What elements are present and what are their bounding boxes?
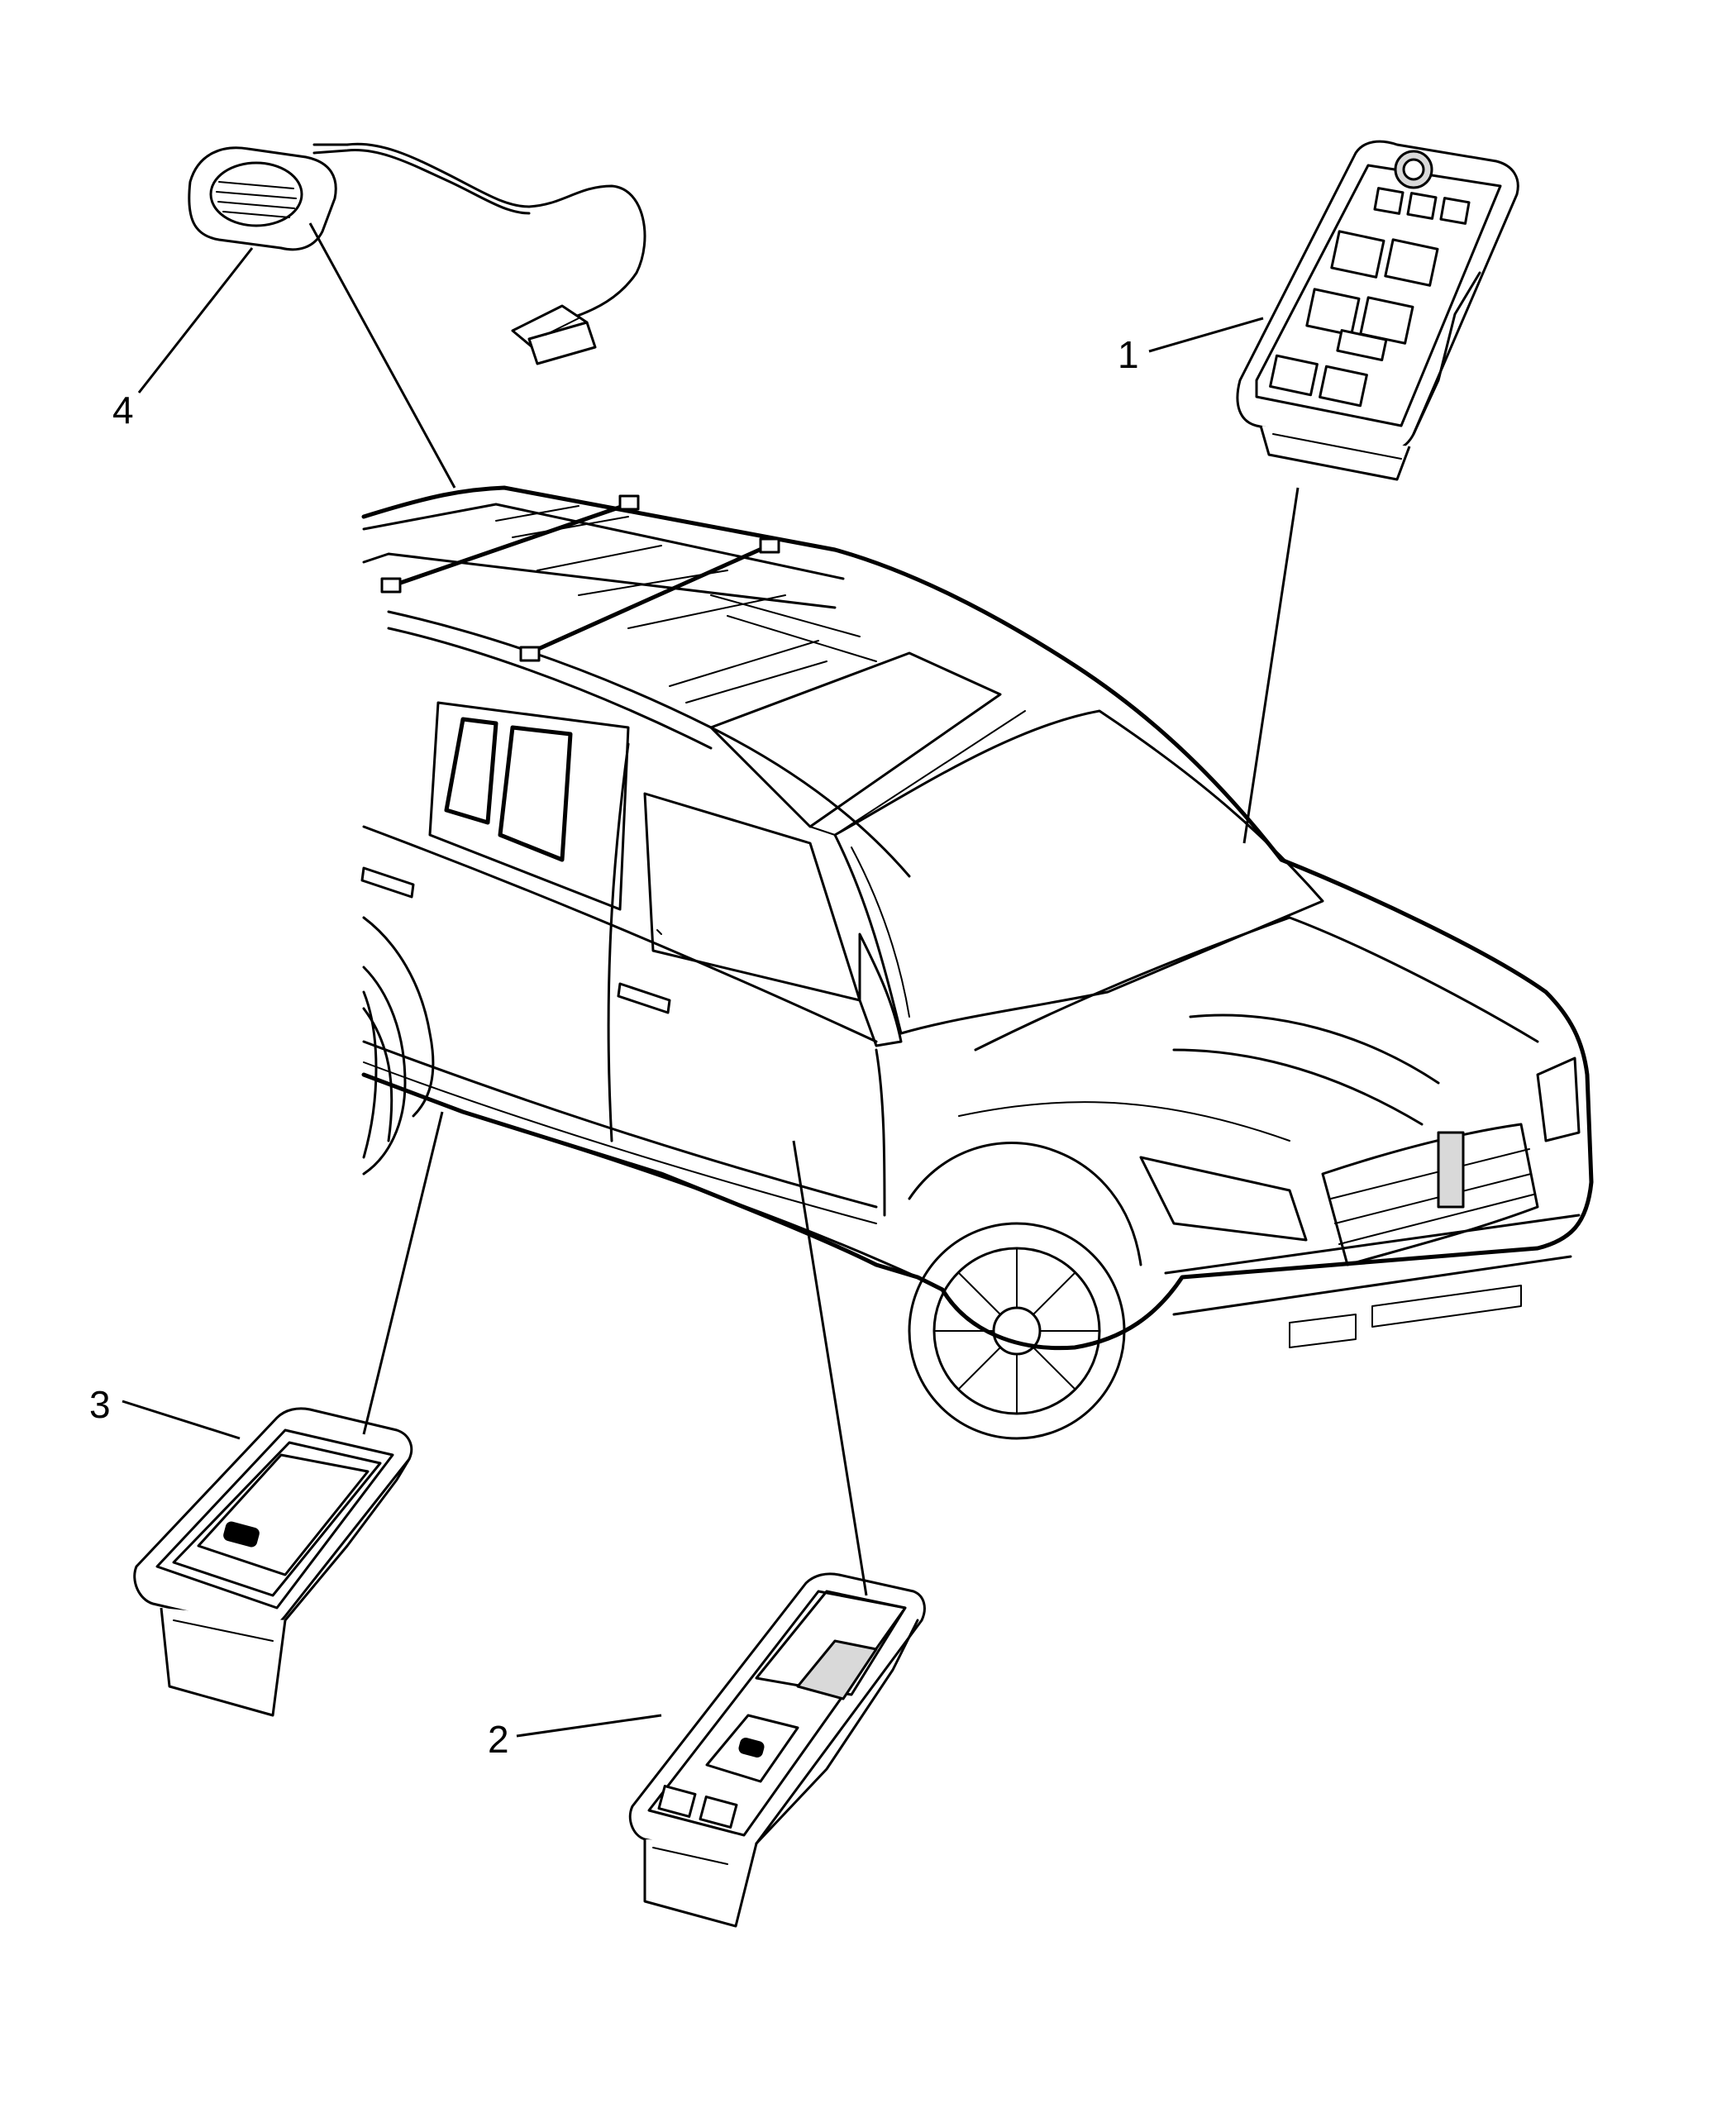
part-2-passenger-window-switch bbox=[628, 1572, 926, 1928]
vehicle-illustration bbox=[360, 485, 1594, 1440]
leader-3-vehicle bbox=[362, 1111, 444, 1435]
callout-1: 1 bbox=[1118, 333, 1139, 376]
leader-1-vehicle bbox=[1242, 487, 1300, 844]
leader-lines bbox=[122, 222, 1300, 1738]
part-3-rear-window-switch bbox=[133, 1407, 413, 1717]
part-4-sensor-with-connector bbox=[188, 142, 646, 365]
callout-3: 3 bbox=[89, 1383, 111, 1426]
leader-4-label bbox=[137, 247, 254, 393]
callout-2: 2 bbox=[488, 1718, 509, 1761]
leader-1-label bbox=[1148, 317, 1264, 353]
part-1-master-window-switch bbox=[1236, 140, 1519, 481]
leader-2-label bbox=[516, 1714, 662, 1738]
leader-3-label bbox=[122, 1400, 241, 1440]
leader-4-vehicle bbox=[308, 222, 456, 489]
leader-2-vehicle bbox=[792, 1140, 868, 1596]
callout-4: 4 bbox=[112, 389, 134, 432]
